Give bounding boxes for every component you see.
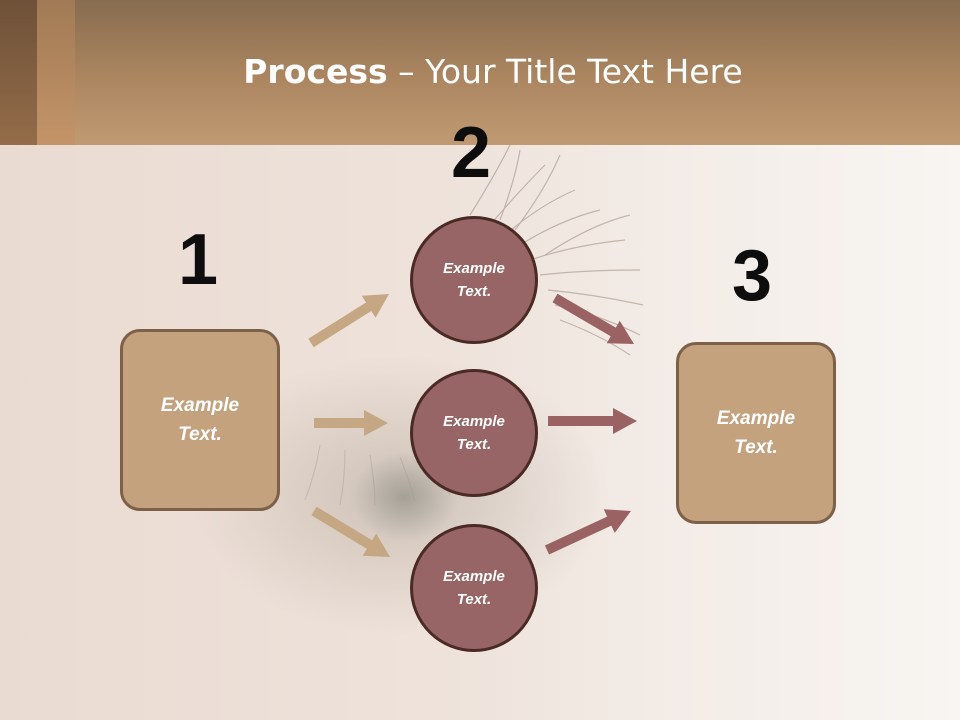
circle-bottom-label: Example Text. [443, 568, 505, 608]
slide-title: Process – Your Title Text Here [0, 52, 960, 91]
step-3-box[interactable]: Example Text. [676, 342, 836, 524]
step-1-label: Example Text. [160, 395, 240, 445]
arrow-box1-to-circle-middle [314, 410, 388, 436]
circle-top[interactable]: Example Text. [410, 216, 538, 344]
title-bold: Process [243, 52, 388, 91]
step-number-1: 1 [178, 220, 219, 300]
circle-top-label: Example Text. [443, 260, 505, 300]
circle-middle-label: Example Text. [443, 413, 505, 453]
step-number-2: 2 [451, 113, 492, 193]
step-number-3: 3 [732, 236, 773, 316]
arrow-circle-top-to-box3 [552, 293, 634, 344]
header-accent-strip-light [37, 0, 75, 145]
circle-middle[interactable]: Example Text. [410, 369, 538, 497]
title-rest: – Your Title Text Here [387, 52, 743, 91]
arrow-box1-to-circle-top [308, 294, 389, 348]
header-accent-strip-dark [0, 0, 37, 145]
title-bar [0, 0, 960, 145]
arrow-circle-middle-to-box3 [548, 408, 637, 434]
arrow-box1-to-circle-bottom [311, 506, 390, 557]
circle-bottom[interactable]: Example Text. [410, 524, 538, 652]
step-1-box[interactable]: Example Text. [120, 329, 280, 511]
arrow-circle-bottom-to-box3 [544, 509, 631, 555]
step-3-label: Example Text. [716, 408, 796, 458]
